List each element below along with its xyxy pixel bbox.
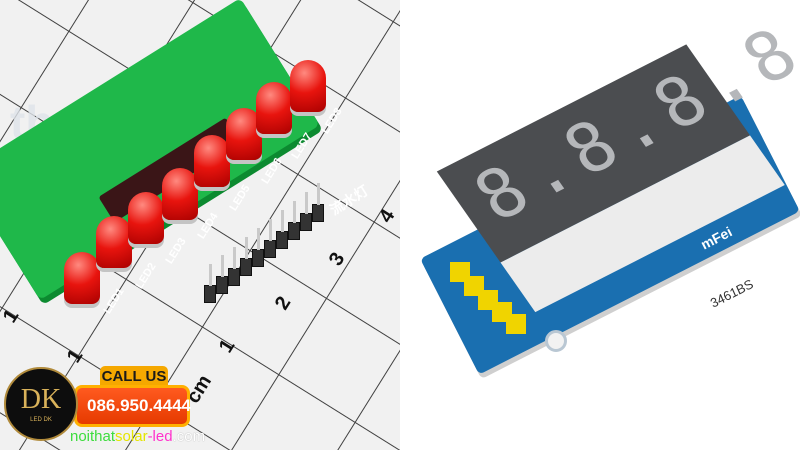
phone-button[interactable]: 086.950.4444 [74,385,191,427]
header-pin [240,237,252,276]
header-pin [288,201,300,240]
header-pin [216,255,228,294]
header-pin [204,264,216,303]
call-us-label: CALL US [100,366,168,388]
header-pin [300,192,312,231]
led-8 [290,60,326,112]
led-1 [64,252,100,304]
mounting-hole [545,330,567,352]
website-link[interactable]: noithatsolar-led.com [70,428,206,445]
led-2 [96,216,132,268]
seven-segment-module-photo: 8.8.8.8 3461BS mFei [400,0,800,450]
header-pin [252,228,264,267]
led-3 [128,192,164,244]
header-pin [276,210,288,249]
led-5 [194,135,230,187]
part-number: 3461BS [706,276,757,311]
header-pin [312,183,324,222]
led-7 [256,82,292,134]
dk-logo[interactable]: DK LED DK [4,367,78,441]
yellow-pin [506,314,526,334]
header-pin [264,219,276,258]
led-module-photo: thegioiic 1 1 1 2 3 4 cm LED1 LED2 LED3 … [0,0,400,450]
header-pin [228,247,240,286]
led-4 [162,168,198,220]
